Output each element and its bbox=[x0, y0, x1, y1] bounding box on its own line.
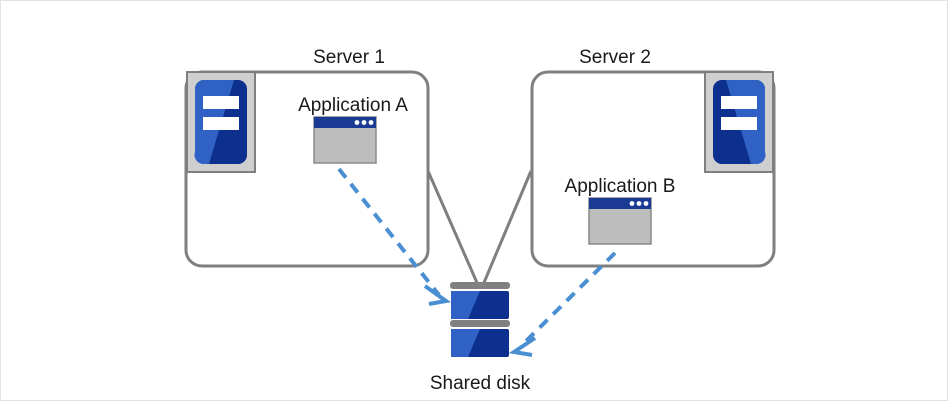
connector-lines bbox=[426, 170, 533, 286]
server-1-server-icon bbox=[186, 71, 256, 173]
data-flow-arrows bbox=[337, 167, 617, 357]
shared-disk-node[interactable]: Shared disk bbox=[430, 282, 531, 394]
arrow-application-b-to-disk bbox=[508, 251, 617, 357]
server-1-application-label: Application A bbox=[298, 95, 408, 116]
server-2-node[interactable]: Server 2 Application B bbox=[530, 47, 776, 268]
server-2-application-label: Application B bbox=[565, 176, 676, 197]
connector-server-2-to-disk bbox=[481, 170, 533, 286]
shared-disk-icon bbox=[450, 282, 510, 357]
shared-disk-label: Shared disk bbox=[430, 373, 531, 394]
server-1-node[interactable]: Server 1 Application A bbox=[184, 47, 430, 268]
server-2-server-icon bbox=[704, 71, 774, 173]
connector-server-1-to-disk bbox=[426, 170, 480, 286]
application-a-window-icon[interactable] bbox=[313, 116, 377, 164]
arrow-application-a-to-disk bbox=[337, 167, 452, 306]
server-1-label: Server 1 bbox=[313, 47, 385, 68]
application-b-window-icon[interactable] bbox=[588, 197, 652, 245]
server-2-label: Server 2 bbox=[579, 47, 651, 68]
